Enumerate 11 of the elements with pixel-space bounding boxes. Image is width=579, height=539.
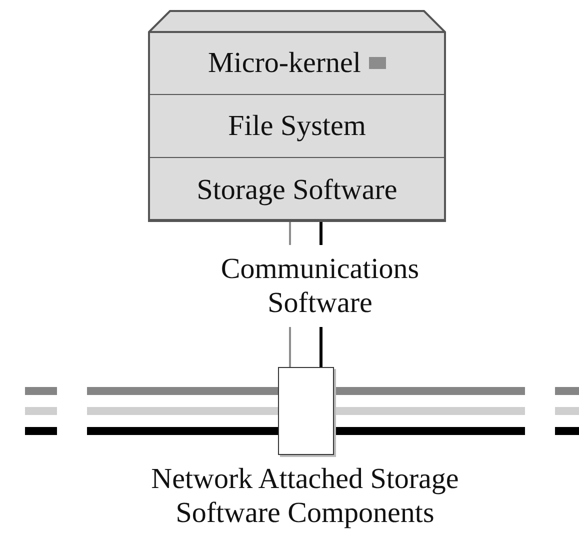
component-label: Communications Software (220, 252, 420, 320)
layer-label: File System (228, 109, 366, 143)
connector-line (320, 222, 322, 245)
layer-label: Storage Software (196, 172, 398, 206)
layer-label: Micro-kernel (208, 46, 361, 80)
storage-device-box (148, 10, 446, 222)
connector-line (289, 327, 291, 367)
network-connector-box (278, 367, 334, 455)
caption: Network Attached Storage Software Components (150, 462, 460, 530)
connector-line (289, 222, 291, 245)
connector-line (320, 327, 322, 367)
